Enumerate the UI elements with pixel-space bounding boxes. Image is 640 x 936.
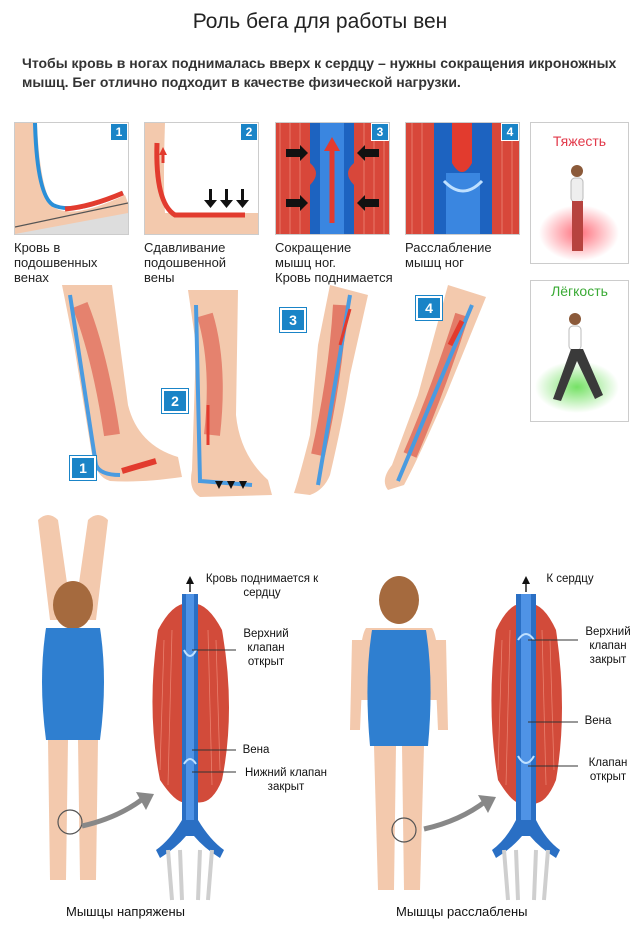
arrow-to-right-detail	[423, 795, 496, 832]
right-top-label: К сердцу	[546, 573, 594, 585]
vein-contraction-illustration	[276, 123, 389, 234]
leg-4	[384, 285, 486, 490]
left-bottom-caption: Мышцы напряжены	[66, 904, 186, 919]
panel-2-badge: 2	[240, 123, 258, 141]
arrow-to-left-detail	[81, 792, 154, 829]
panel-1-caption: Кровь в подошвенных венах	[14, 240, 98, 285]
page-title: Роль бега для работы вен	[192, 10, 448, 33]
page-subtitle: Чтобы кровь в ногах поднималась вверх к …	[22, 55, 617, 90]
gait-badge-2: 2	[162, 389, 188, 413]
right-vein-label: Вена	[584, 715, 612, 727]
panel-3-contraction: 3	[275, 122, 390, 235]
woman-arms-raised-figure	[38, 515, 108, 880]
gait-sequence-illustration	[62, 285, 486, 497]
left-top-label: Кровь поднимается к сердцу	[205, 573, 319, 599]
right-bottom-caption: Мышцы расслаблены	[396, 904, 528, 919]
foot-illustration	[15, 123, 128, 234]
panel-4-caption: Расслабление мышц ног	[405, 240, 492, 270]
panel-2-compression: 2	[144, 122, 259, 235]
panel-3-caption: Сокращение мышц ног. Кровь поднимается	[275, 240, 393, 285]
left-vein-label: Вена	[242, 744, 270, 756]
panel-1-foot-sole: 1	[14, 122, 129, 235]
right-muscle-vein-detail	[491, 576, 562, 901]
panel-2-caption: Сдавливание подошвенной вены	[144, 240, 227, 285]
gait-badge-3: 3	[280, 308, 306, 332]
left-upper-valve-label: Верхний клапан открыт	[243, 628, 289, 668]
leg-2	[188, 290, 272, 497]
right-label-pointers	[528, 639, 578, 767]
leg-1	[62, 285, 182, 482]
left-lower-valve-label: Нижний клапан закрыт	[244, 767, 328, 793]
heaviness-panel: Тяжесть	[530, 122, 629, 264]
gait-badge-1: 1	[70, 456, 96, 480]
vein-relaxation-illustration	[406, 123, 519, 234]
lightness-panel: Лёгкость	[530, 280, 629, 422]
panel-3-badge: 3	[371, 123, 389, 141]
woman-standing-figure	[350, 576, 448, 890]
compressed-foot-illustration	[145, 123, 258, 234]
lightness-label: Лёгкость	[551, 283, 608, 299]
heavy-legs-woman-figure	[539, 165, 619, 261]
right-lower-valve-label: Клапан открыт	[588, 757, 628, 783]
left-label-pointers	[192, 649, 236, 773]
heaviness-label: Тяжесть	[552, 133, 607, 149]
gait-badge-4: 4	[416, 296, 442, 320]
panel-1-badge: 1	[110, 123, 128, 141]
panel-4-relaxation: 4	[405, 122, 520, 235]
right-upper-valve-label: Верхний клапан закрыт	[585, 626, 631, 666]
panel-4-badge: 4	[501, 123, 519, 141]
walking-woman-figure	[535, 313, 619, 413]
leg-3	[294, 285, 368, 495]
